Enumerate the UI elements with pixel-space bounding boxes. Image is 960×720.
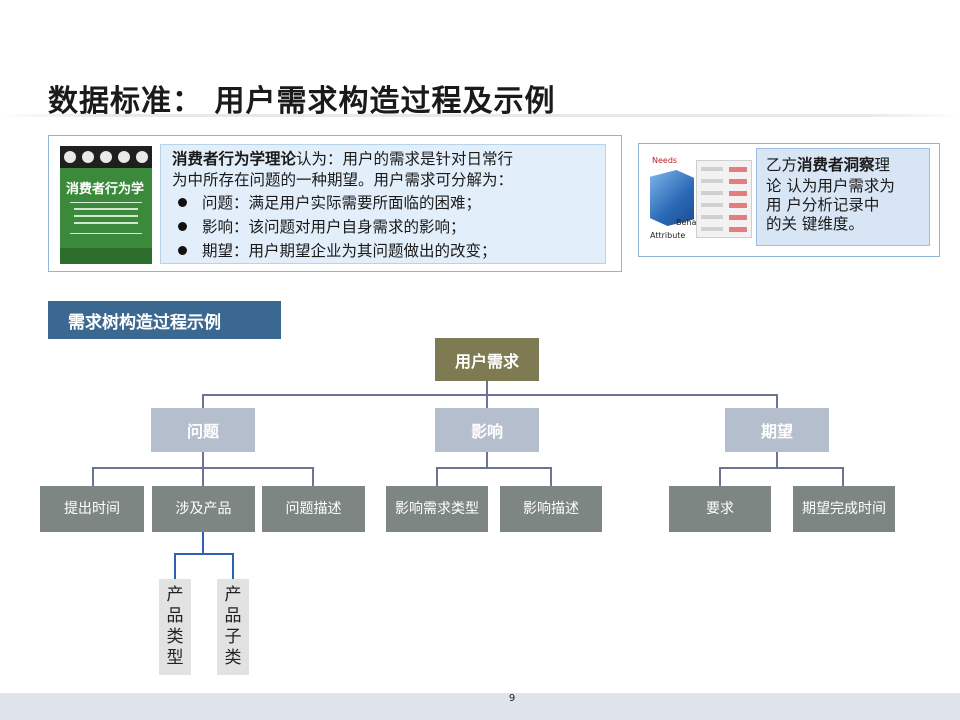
- node-user-needs: 用户需求: [435, 338, 539, 381]
- insight-text-panel: [756, 148, 930, 246]
- bullet-dot: [178, 246, 187, 255]
- node-impact-description: 影响描述: [500, 486, 602, 532]
- connector-line: [436, 467, 552, 469]
- connector-line: [719, 467, 844, 469]
- theory-line-1: 消费者行为学理论认为：用户的需求是针对日常行: [172, 149, 513, 169]
- vertical-char: 产: [166, 585, 184, 605]
- bullet-dot: [178, 222, 187, 231]
- theory-line-2: 为中所存在问题的一种期望。用户需求可分解为：: [172, 171, 514, 189]
- connector-line: [486, 394, 488, 408]
- connector-line: [174, 553, 176, 579]
- connector-line: [719, 467, 721, 486]
- vertical-char: 类: [166, 627, 184, 647]
- page-number: 9: [508, 693, 516, 704]
- bullet-expectation: 期望：用户期望企业为其问题做出的改变；: [202, 242, 497, 260]
- title-divider: [0, 114, 960, 117]
- connector-line: [202, 467, 204, 486]
- connector-line: [202, 532, 204, 554]
- insight-theory-name: 消费者洞察: [797, 156, 875, 174]
- insight-line-3: 用 户分析记录中: [766, 196, 880, 214]
- section-label: 需求树构造过程示例: [48, 301, 281, 339]
- theory-name: 消费者行为学理论: [172, 150, 297, 168]
- needs-label: Needs: [652, 156, 678, 165]
- node-expectation: 期望: [725, 408, 829, 452]
- vertical-char: 品: [166, 606, 184, 626]
- vertical-char: 类: [224, 648, 242, 668]
- customer-attribute-panel: [696, 160, 752, 238]
- node-problem: 问题: [151, 408, 255, 452]
- connector-line: [842, 467, 844, 486]
- insight-line-4: 的关 键维度。: [766, 215, 864, 233]
- node-product-type: 产品类型: [159, 579, 191, 675]
- behavior-label: Behavior: [676, 218, 712, 227]
- node-impact: 影响: [435, 408, 539, 452]
- node-submit-time: 提出时间: [40, 486, 144, 532]
- connector-line: [202, 452, 204, 468]
- vertical-char: 子: [224, 627, 242, 647]
- node-product-subtype-label: 产品子类: [225, 585, 242, 669]
- vertical-char: 型: [166, 648, 184, 668]
- connector-line: [174, 553, 234, 555]
- bullet-impact: 影响：该问题对用户自身需求的影响；: [202, 218, 466, 236]
- connector-line: [776, 394, 778, 408]
- insight-line-2: 论 认为用户需求为: [766, 177, 895, 195]
- node-problem-description: 问题描述: [262, 486, 365, 532]
- node-requirement: 要求: [669, 486, 771, 532]
- connector-line: [486, 452, 488, 468]
- cube-diagram-icon: [650, 170, 694, 226]
- insight-line-1-post: 理: [874, 156, 891, 174]
- connector-line: [486, 381, 488, 395]
- node-impact-need-type: 影响需求类型: [386, 486, 488, 532]
- node-product-type-label: 产品类型: [167, 585, 184, 669]
- footer-bar: [0, 693, 960, 720]
- insight-line-1-pre: 乙方: [766, 156, 798, 174]
- bullet-dot: [178, 198, 187, 207]
- connector-line: [92, 467, 94, 486]
- connector-line: [202, 394, 204, 408]
- page-title: 数据标准： 用户需求构造过程及示例: [48, 84, 556, 119]
- book-cover-title: 消费者行为学: [66, 182, 145, 197]
- bullet-problem: 问题：满足用户实际需要所面临的困难；: [202, 194, 482, 212]
- theory-text-panel: [160, 144, 606, 264]
- connector-line: [312, 467, 314, 486]
- book-cover-image: 消费者行为学: [60, 146, 152, 264]
- connector-line: [436, 467, 438, 486]
- node-related-product: 涉及产品: [152, 486, 255, 532]
- node-product-subtype: 产品子类: [217, 579, 249, 675]
- connector-line: [232, 553, 234, 579]
- vertical-char: 品: [224, 606, 242, 626]
- vertical-char: 产: [224, 585, 242, 605]
- attribute-label: Attribute: [650, 231, 686, 240]
- connector-line: [776, 452, 778, 468]
- insight-line-1: 乙方消费者洞察理: [766, 156, 890, 175]
- connector-line: [550, 467, 552, 486]
- theory-line-1-rest: 认为：用户的需求是针对日常行: [296, 150, 514, 168]
- connector-line: [202, 394, 777, 396]
- node-expected-completion-time: 期望完成时间: [793, 486, 895, 532]
